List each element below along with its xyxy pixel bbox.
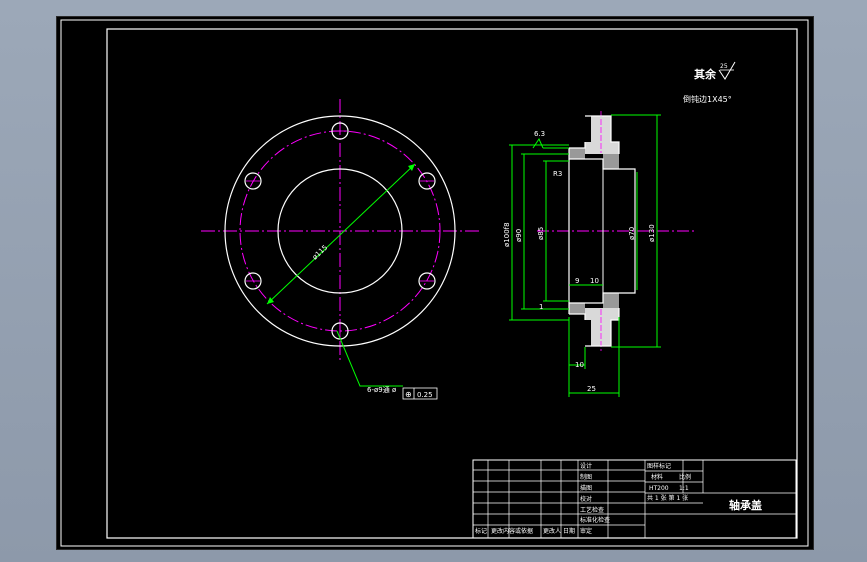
bolt-hole [244,172,262,190]
tb-material-label: 材料 [651,473,663,481]
tb-review: 校对 [580,495,592,503]
bolt-circle-diameter-label: ø115 [311,244,329,262]
tolerance-frame [402,387,438,400]
bolt-hole [244,272,262,290]
dim-chamfer-small: 1 [539,303,543,311]
tb-check: 描图 [580,484,592,492]
tb-drawing: 制图 [580,473,592,481]
inner-frame [106,28,798,539]
dim-d130: ø130 [648,224,656,242]
bolt-hole [331,122,349,140]
tb-design: 设计 [580,462,592,470]
tb-process: 工艺检查 [580,506,604,514]
outer-circle [224,115,456,347]
dim-d70: ø70 [628,227,636,240]
tb-date: 日期 [563,527,575,535]
dim-d85: ø85 [537,227,545,240]
cad-viewport[interactable]: ø115 6-ø9通 ø ⊕ 0.25 [56,16,814,550]
notes: 其余 25 倒钝边1X45° [683,61,736,104]
front-view: ø115 6-ø9通 ø ⊕ 0.25 [201,99,481,400]
position-tolerance-value: 0.25 [417,391,433,399]
outer-frame [60,19,809,547]
tb-scale-value: 1:1 [679,485,689,492]
dim-10-bottom: 10 [575,361,584,369]
roughness-6-3: 6.3 [534,130,545,138]
position-symbol: ⊕ [405,390,412,399]
tb-change: 更改内容或依据 [491,527,533,535]
tb-company: 图样标记 [647,462,671,470]
title-block: 设计 制图 描图 校对 工艺检查 标准化检查 审定 图样标记 材料 比例 HT2… [472,459,797,539]
tb-material-value: HT200 [649,485,669,492]
hole-callout: 6-ø9通 ø [367,385,397,394]
tb-signer: 更改人 [543,527,561,535]
dim-r3: R3 [553,170,562,178]
bolt-hole [418,272,436,290]
tb-sheets: 共 1 张 第 1 张 [647,494,688,502]
dim-9: 9 [575,277,579,285]
bolt-hole [418,172,436,190]
tb-standard: 标准化检查 [580,516,610,524]
dim-d90: ø90 [515,229,523,242]
dim-d100: ø100f8 [503,222,511,247]
tb-part-name: 轴承盖 [729,498,762,512]
hole-leader [336,330,403,387]
tb-approve: 审定 [580,527,592,535]
chamfer-note: 倒钝边1X45° [683,94,732,104]
tb-mark: 标记 [475,527,487,535]
roughness-value: 25 [720,63,728,70]
inner-bore [277,168,403,294]
bolt-circle-dimension-line [266,163,416,305]
dim-10-inner: 10 [590,277,599,285]
roughness-label: 其余 [694,67,717,81]
tb-scale-label: 比例 [679,473,691,481]
section-view: ø100f8 ø90 ø85 ø70 ø130 6.3 R3 9 10 10 2… [503,111,697,397]
dim-25: 25 [587,385,596,393]
